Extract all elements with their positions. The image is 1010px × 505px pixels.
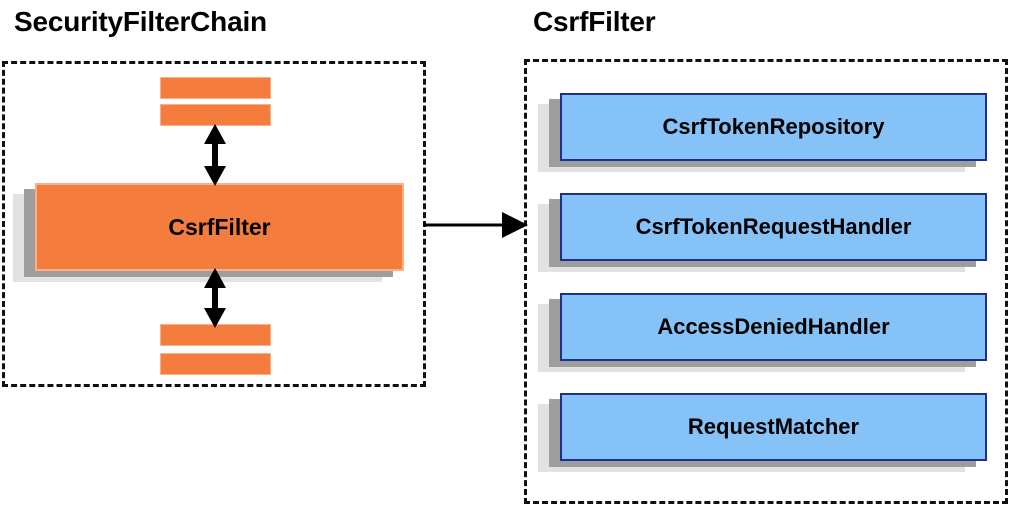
csrf-filter-node-label: CsrfFilter (168, 213, 271, 240)
component-node-request-matcher[interactable]: RequestMatcher (538, 393, 987, 472)
filter-strip-above-1 (160, 77, 271, 99)
csrf-filter-node-face[interactable]: CsrfFilter (35, 183, 404, 271)
component-node-csrf-token-repository[interactable]: CsrfTokenRepository (538, 93, 987, 172)
filter-strip-below-2 (160, 353, 271, 375)
component-node-face[interactable]: RequestMatcher (560, 393, 987, 461)
filter-chain-link-below-arrow (204, 268, 226, 328)
filter-chain-link-above-arrow (204, 124, 226, 186)
csrf-filter-title: CsrfFilter (533, 6, 656, 37)
component-node-face[interactable]: AccessDeniedHandler (560, 293, 987, 361)
csrf-filter-container (524, 59, 1008, 504)
component-node-access-denied-handler[interactable]: AccessDeniedHandler (538, 293, 987, 372)
csrf-filter-node[interactable]: CsrfFilter (13, 183, 404, 282)
component-node-face[interactable]: CsrfTokenRequestHandler (560, 193, 987, 261)
zoom-in-arrow (424, 212, 528, 238)
filter-strip-above-2 (160, 104, 271, 126)
component-node-face[interactable]: CsrfTokenRepository (560, 93, 987, 161)
security-filter-chain-title: SecurityFilterChain (14, 6, 267, 37)
component-node-label: RequestMatcher (687, 414, 860, 439)
component-node-label: CsrfTokenRequestHandler (635, 214, 912, 239)
component-node-label: AccessDeniedHandler (657, 314, 890, 339)
component-node-csrf-token-request-handler[interactable]: CsrfTokenRequestHandler (538, 193, 987, 272)
component-node-label: CsrfTokenRepository (662, 114, 885, 139)
